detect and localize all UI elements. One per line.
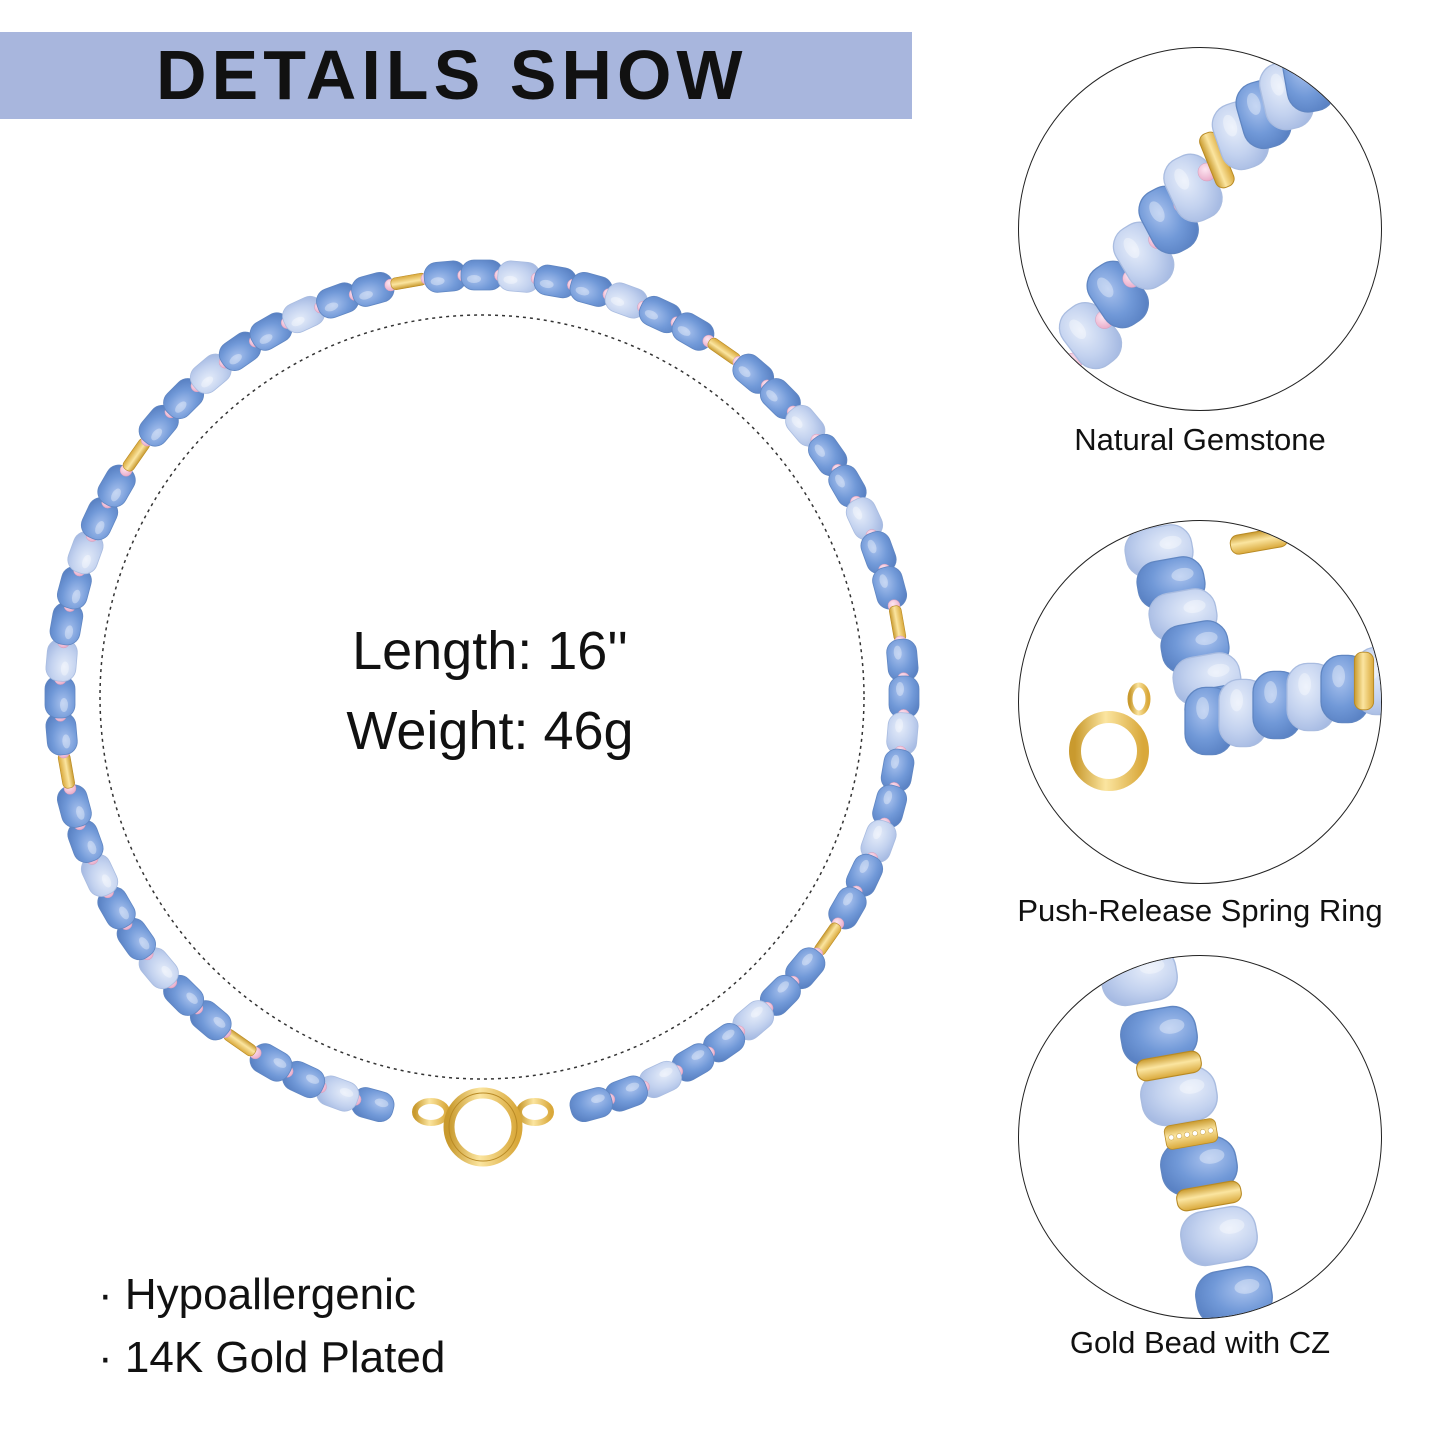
gemstone-bead	[1180, 1205, 1258, 1267]
detail-gemstone-image	[1018, 47, 1382, 411]
cz-gold-bead	[1163, 1118, 1219, 1150]
seed-bead	[1313, 52, 1333, 72]
gemstone-bead	[44, 675, 76, 719]
gemstone-bead	[80, 853, 119, 897]
header-banner	[0, 32, 912, 119]
gemstone-bead	[569, 271, 613, 307]
necklace-illustration	[44, 259, 920, 1167]
gemstone-bead	[460, 259, 504, 291]
gemstone-bead	[1140, 1065, 1218, 1127]
gemstone-bead	[638, 1060, 682, 1099]
gemstone-bead	[316, 282, 360, 319]
gemstone-bead	[604, 1075, 648, 1112]
gemstone-bead	[497, 260, 541, 293]
gemstone-bead	[1195, 1265, 1273, 1318]
gold-spacer-bead	[1353, 651, 1375, 711]
gemstone-bead	[860, 531, 897, 575]
gemstone-bead	[1100, 956, 1178, 1007]
gemstone-bead	[533, 264, 577, 299]
bead-strand	[44, 259, 920, 1123]
length-spec: Length: 16''	[352, 621, 628, 681]
gold-spacer-bead	[1176, 1180, 1242, 1212]
gemstone-bead	[880, 748, 915, 792]
detail-gold-bead-caption: Gold Bead with CZ	[1069, 1325, 1331, 1360]
weight-spec: Weight: 46g	[346, 701, 634, 761]
detail-gemstone-caption: Natural Gemstone	[1074, 422, 1326, 457]
detail-gold-bead-image	[1018, 955, 1382, 1319]
feature-gold-plated: · 14K Gold Plated	[98, 1333, 446, 1382]
feature-hypoallergenic: · Hypoallergenic	[98, 1270, 416, 1319]
gemstone-bead	[45, 712, 78, 756]
page-title: DETAILS SHOW	[156, 36, 748, 114]
detail-spring-ring-caption: Push-Release Spring Ring	[1017, 893, 1383, 928]
detail-spring-ring-image	[1018, 520, 1382, 884]
gemstone-bead	[569, 1087, 613, 1123]
gemstone-bead	[1120, 1005, 1198, 1067]
gemstone-bead	[886, 638, 919, 682]
gemstone-bead	[888, 675, 920, 719]
spring-ring-clasp	[412, 1087, 554, 1167]
gemstone-bead	[886, 712, 919, 756]
necklace-outline-dotted	[99, 314, 865, 1080]
spring-ring-icon	[1069, 682, 1151, 791]
gold-spacer-bead	[1229, 527, 1289, 555]
gemstone-bead	[1160, 1135, 1238, 1197]
gemstone-bead	[56, 566, 92, 610]
gemstone-bead	[49, 602, 84, 646]
gold-spacer-bead	[1136, 1050, 1202, 1082]
gemstone-bead	[872, 784, 908, 828]
